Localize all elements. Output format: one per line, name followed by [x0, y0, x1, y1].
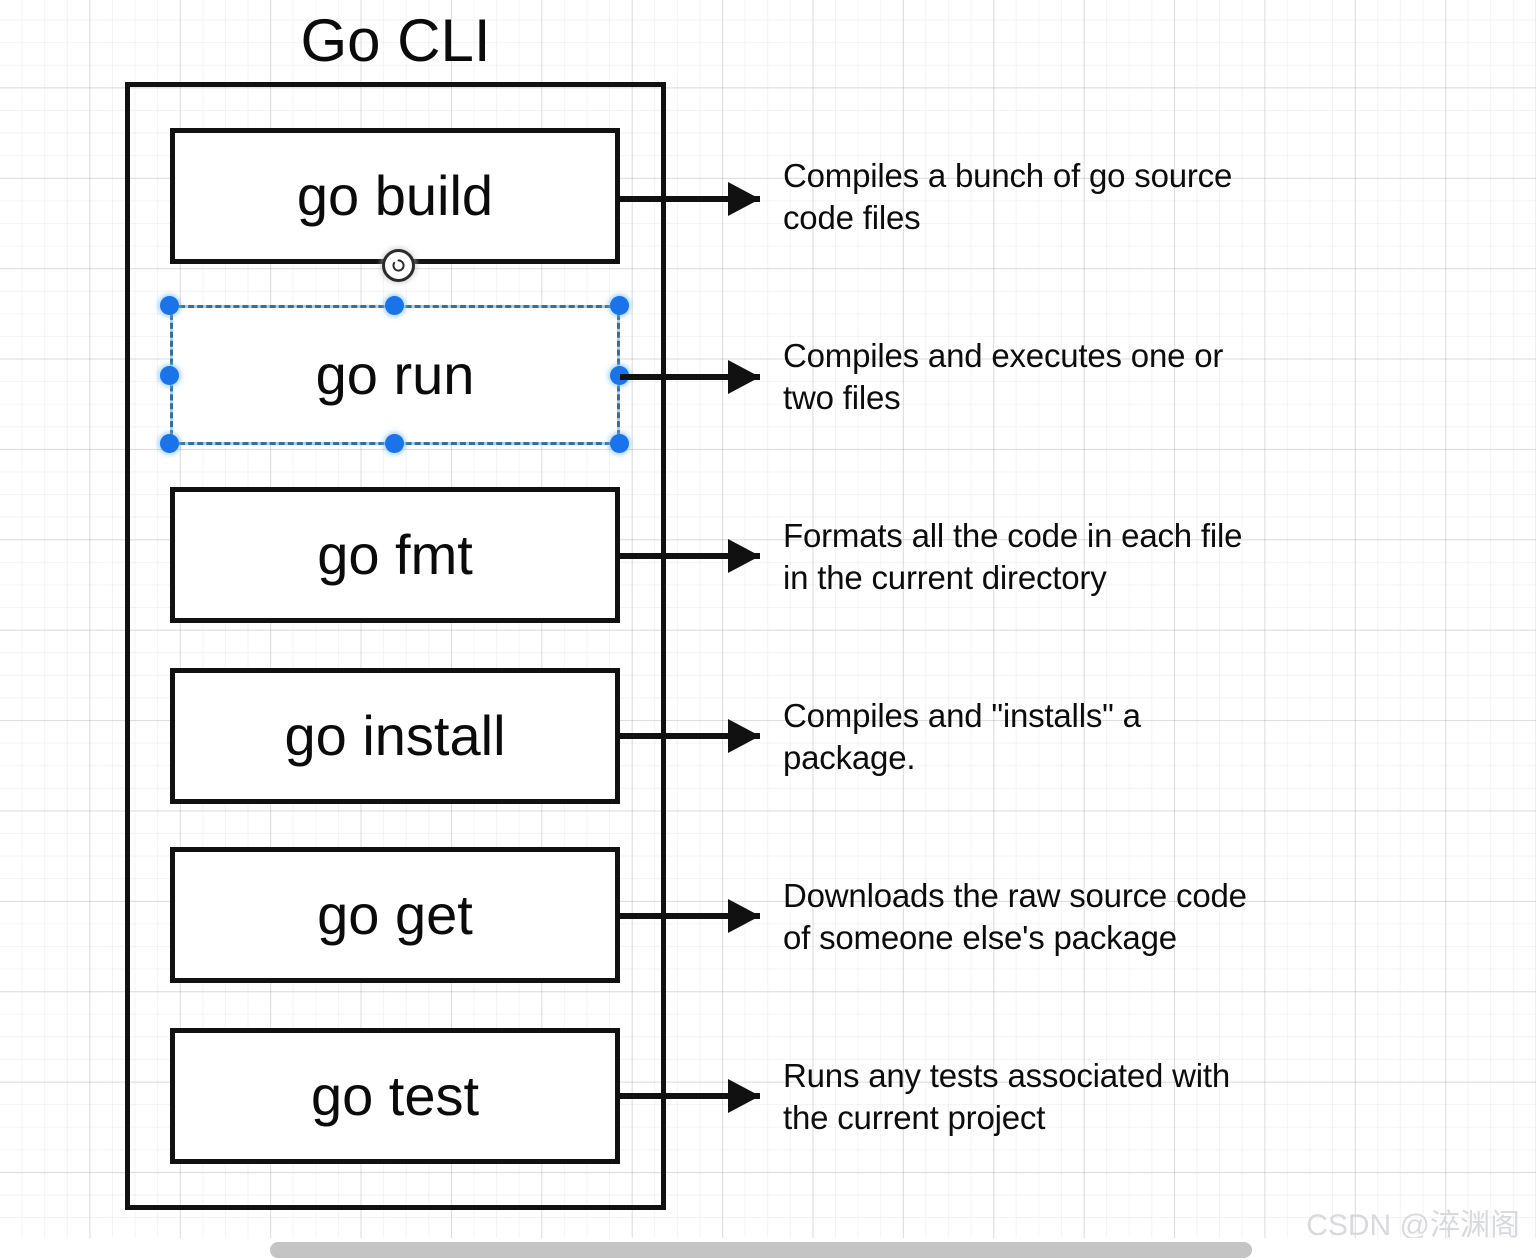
command-label: go install	[284, 704, 506, 767]
command-box-go-test[interactable]: go test	[170, 1028, 620, 1164]
description-line: two files	[783, 379, 901, 416]
description-go-get: Downloads the raw source code of someone…	[783, 875, 1343, 959]
selection-handle-bottom-left[interactable]	[159, 433, 179, 453]
command-label: go test	[310, 1064, 480, 1127]
rotate-handle-icon[interactable]	[381, 248, 415, 282]
page-title: Go CLI	[300, 7, 491, 74]
command-label: go fmt	[317, 523, 473, 586]
watermark: CSDN @淬渊阁	[1306, 1209, 1520, 1242]
description-go-build: Compiles a bunch of go source code files	[783, 155, 1343, 239]
arrow-head-go-fmt	[728, 539, 760, 573]
connector-line-go-install	[620, 733, 760, 739]
horizontal-scrollbar-thumb[interactable]	[270, 1242, 1252, 1258]
arrow-head-go-build	[728, 182, 760, 216]
connector-line-go-build	[620, 196, 760, 202]
command-label: go run	[315, 343, 475, 406]
description-go-install: Compiles and "installs" a package.	[783, 695, 1343, 779]
description-line: Formats all the code in each file	[783, 517, 1243, 554]
command-box-go-fmt[interactable]: go fmt	[170, 487, 620, 623]
description-go-test: Runs any tests associated with the curre…	[783, 1055, 1343, 1139]
connector-line-go-run	[620, 374, 760, 380]
description-line: of someone else's package	[783, 919, 1177, 956]
description-line: package.	[783, 739, 916, 776]
command-box-go-install[interactable]: go install	[170, 668, 620, 804]
selection-handle-bottom-center[interactable]	[384, 433, 404, 453]
description-line: Compiles a bunch of go source	[783, 157, 1233, 194]
command-label: go get	[317, 883, 473, 946]
description-line: Compiles and "installs" a	[783, 697, 1141, 734]
command-box-go-get[interactable]: go get	[170, 847, 620, 983]
description-line: Downloads the raw source code	[783, 877, 1247, 914]
go-cli-container	[125, 82, 666, 1210]
selection-handle-top-left[interactable]	[159, 295, 179, 315]
arrow-head-go-run	[728, 360, 760, 394]
description-line: in the current directory	[783, 559, 1107, 596]
command-box-go-build[interactable]: go build	[170, 128, 620, 264]
connector-line-go-fmt	[620, 553, 760, 559]
selection-handle-top-right[interactable]	[609, 295, 629, 315]
selection-handle-top-center[interactable]	[384, 295, 404, 315]
arrow-head-go-install	[728, 719, 760, 753]
description-go-run: Compiles and executes one or two files	[783, 335, 1343, 419]
arrow-head-go-test	[728, 1079, 760, 1113]
command-label: go build	[296, 164, 494, 227]
command-box-go-run[interactable]: go run	[170, 305, 620, 445]
connector-line-go-test	[620, 1093, 760, 1099]
connector-line-go-get	[620, 913, 760, 919]
description-line: the current project	[783, 1099, 1046, 1136]
description-line: Runs any tests associated with	[783, 1057, 1231, 1094]
horizontal-scrollbar-track[interactable]	[0, 1238, 1536, 1260]
description-line: Compiles and executes one or	[783, 337, 1224, 374]
arrow-head-go-get	[728, 899, 760, 933]
selection-handle-middle-left[interactable]	[159, 365, 179, 385]
description-line: code files	[783, 199, 921, 236]
selection-handle-bottom-right[interactable]	[609, 433, 629, 453]
description-go-fmt: Formats all the code in each file in the…	[783, 515, 1343, 599]
